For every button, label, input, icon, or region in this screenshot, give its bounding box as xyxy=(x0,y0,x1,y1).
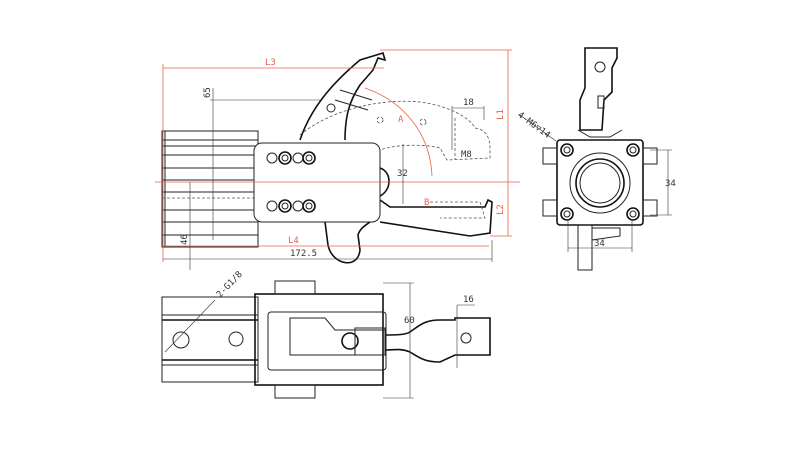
dim-L2-label: L2 xyxy=(496,204,506,215)
dim-32-label: 32 xyxy=(397,169,408,179)
dim-L4-label: L4 xyxy=(288,236,299,246)
label-B: B xyxy=(424,198,429,208)
thread-hole-icons xyxy=(560,143,640,221)
dim-60-label: 60 xyxy=(404,316,415,326)
dim-172-5-label: 172.5 xyxy=(290,249,317,259)
port-hole xyxy=(228,331,244,347)
clamp-body-top xyxy=(254,293,384,386)
dim-16-label: 16 xyxy=(463,295,474,305)
dim-height-label: 34 xyxy=(665,179,676,189)
arm-end xyxy=(579,47,618,131)
dim-M8-label: M8 xyxy=(461,150,472,160)
dim-width-label: 34 xyxy=(594,239,605,249)
dim-46-label: 46 xyxy=(180,234,190,245)
clamp-arm-open xyxy=(299,51,387,141)
lower-jaw xyxy=(379,198,493,237)
label-A: A xyxy=(398,115,404,125)
thread-note: 4-M6▽14 xyxy=(515,110,552,140)
dim-L3-label: L3 xyxy=(265,58,276,68)
dim-18-label: 18 xyxy=(463,98,474,108)
arm-top xyxy=(385,317,491,363)
port-hole xyxy=(172,331,190,349)
cylinder-rail xyxy=(161,130,259,248)
side-view: L3 65 46 18 M8 A B 32 L1 L2 L4 172.5 xyxy=(155,49,520,270)
dim-L1-label: L1 xyxy=(496,109,506,120)
port-note: 2-G1/8 xyxy=(215,270,245,300)
body-square xyxy=(556,139,644,226)
end-view: 4-M6▽14 34 34 xyxy=(515,47,676,271)
dim-65-label: 65 xyxy=(203,87,213,98)
clamp-body xyxy=(253,142,381,223)
bolt-icons xyxy=(266,151,316,213)
top-view: 2-G1/8 60 16 xyxy=(161,270,491,399)
handle xyxy=(324,221,371,264)
